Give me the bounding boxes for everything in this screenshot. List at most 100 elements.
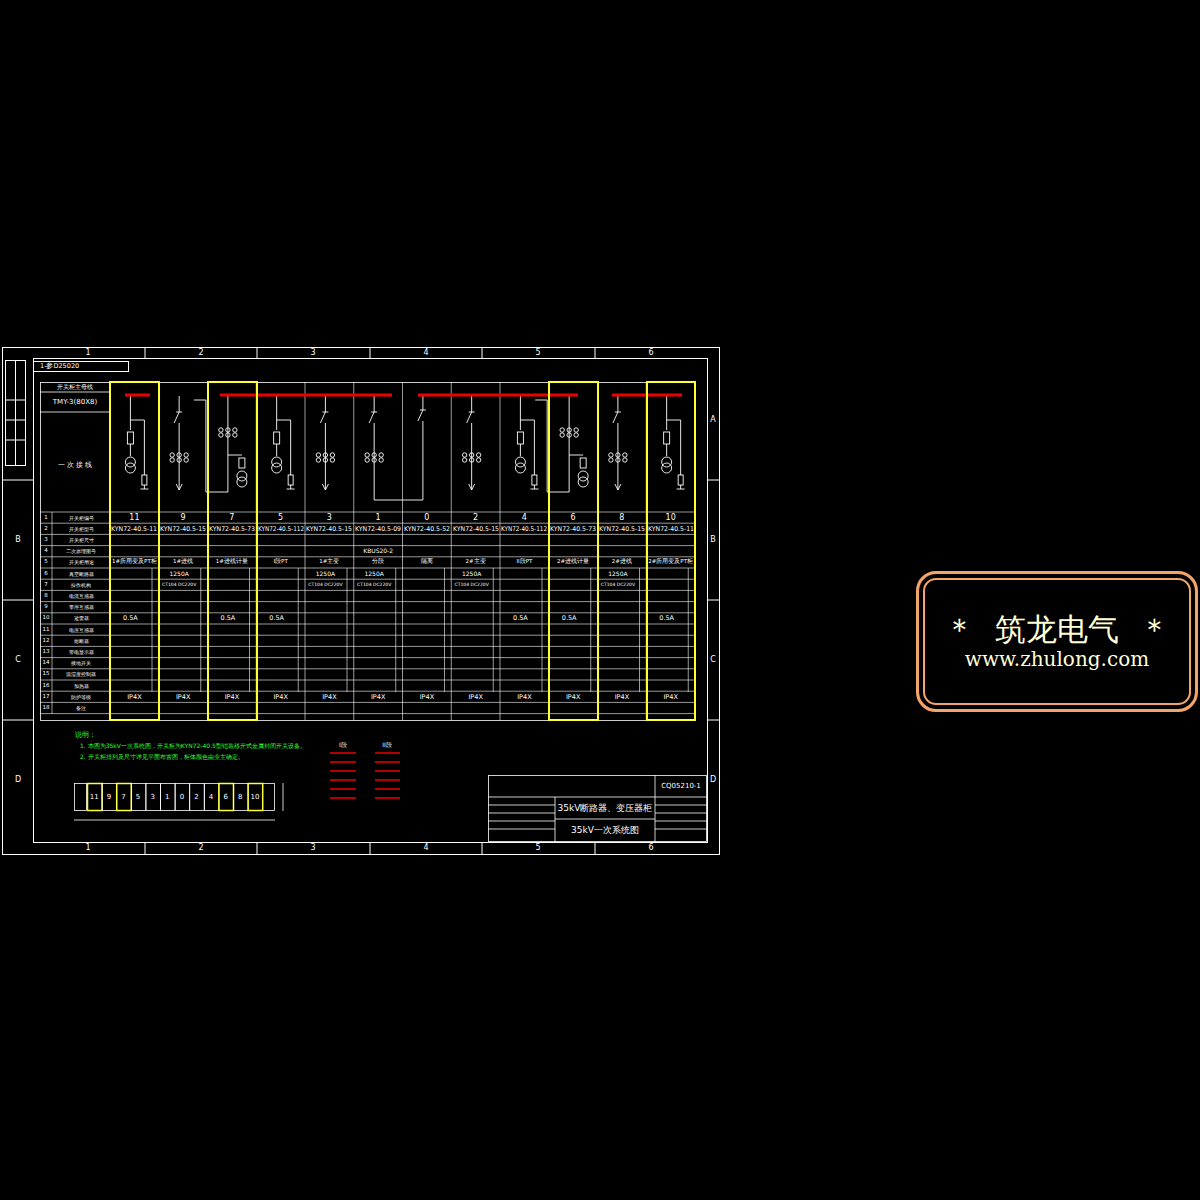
drawing-line [325,396,326,412]
current-transformer-symbol [469,458,473,462]
table-text: 1#进线计量 [216,560,248,566]
table-text: 9 [181,514,186,522]
current-transformer-symbol [560,433,564,437]
cabinet-footprint [248,784,263,811]
table-text: IP4X [615,694,629,701]
table-text: IP4X [420,694,434,701]
fuse-symbol [239,458,245,468]
current-transformer-symbol [365,453,369,457]
table-text: 隔离 [421,560,433,566]
drawing-line [179,423,180,490]
grid-reference: 5 [535,844,540,852]
table-text: 1250A [316,571,335,577]
table-text: KBUS20-2 [363,548,393,554]
grid-reference: 4 [423,844,428,852]
table-row-line [40,668,695,669]
drawing-line [569,396,570,480]
table-text: 7 [121,794,125,801]
fuse-symbol [127,432,133,444]
grid-reference: D [710,776,716,784]
grid-reference: 3 [310,844,315,852]
current-transformer-symbol [316,458,320,462]
drawing-line [179,396,180,412]
grid-reference: 4 [423,349,428,357]
table-text: 分段 [372,560,384,566]
table-text: 6 [44,571,48,577]
drawing-line [667,420,681,421]
arrester-symbol [678,475,683,485]
table-text: 2 [194,794,198,801]
current-transformer-symbol [616,453,620,457]
table-text: 1 [165,794,169,801]
table-text: 1250A [462,571,481,577]
title-block [488,775,707,842]
table-text: 操作机构 [71,582,91,587]
drawing-line [227,396,228,480]
table-text: KYN72-40.5-73 [550,526,596,533]
current-transformer-symbol [226,433,230,437]
current-transformer-symbol [372,458,376,462]
arrow-symbol [615,484,621,490]
table-text: IP4X [176,694,190,701]
table-text: 温湿度控制器 [66,672,96,677]
table-text: 电压互感器 [69,627,94,632]
table-text: IP4X [468,694,482,701]
table-row-line [40,590,695,591]
current-transformer-symbol [560,428,564,432]
table-text: 10 [43,616,50,622]
table-text: 4 [522,514,527,522]
cabinet-footprint [102,784,117,811]
table-column-line [249,568,250,692]
grid-reference: 1 [85,349,90,357]
grid-reference: D [15,776,21,784]
table-text: 11 [90,794,99,801]
watermark-box: ＊ 筑龙电气 ＊www.zhulong.com [916,571,1198,712]
table-row-line [40,556,695,557]
table-text: 6 [571,514,576,522]
current-transformer-symbol [462,458,466,462]
table-column-line [688,568,689,692]
table-text: IP4X [663,694,677,701]
table-grid [40,382,695,720]
drawing-line [277,420,291,421]
table-text: 35kV一次系统图 [571,826,639,835]
table-text: 2#主变 [466,560,486,566]
table-text: 3 [150,794,154,801]
table-column-line [200,568,201,692]
drawing-line [374,396,375,412]
current-transformer-symbol [372,453,376,457]
table-text: 7 [44,582,48,588]
grid-reference: B [710,536,716,544]
table-text: 2#进线 [612,560,632,566]
drawing-line [534,485,535,489]
table-column-line [305,382,306,720]
table-text: 7 [229,514,234,522]
table-text: IP4X [225,694,239,701]
current-transformer-symbol [574,428,578,432]
table-text: 11 [43,627,50,633]
drawing-line [534,420,535,475]
table-text: KYN72-40.5-52 [404,526,450,533]
drawing-line [666,396,667,430]
table-text: 真空断路器 [69,571,94,576]
cabinet-footprint [146,784,161,811]
arrester-symbol [142,475,147,485]
table-text: 35kV断路器、变压器柜 [558,804,653,813]
cabinet-footprint [175,784,190,811]
current-transformer-symbol [219,433,223,437]
table-column-line [542,568,543,692]
table-text: 1#主变 [319,560,339,566]
drawing-line [617,423,618,490]
current-transformer-symbol [623,458,627,462]
table-text: IP4X [517,694,531,701]
current-transformer-symbol [609,453,613,457]
watermark-title: ＊ 筑龙电气 ＊ [944,612,1169,648]
table-text: 13 [43,649,50,655]
cabinet-footprint [234,784,249,811]
cabinet-footprint [131,784,146,811]
table-text: 防护等级 [71,694,91,699]
watermark-url: www.zhulong.com [965,648,1149,671]
voltage-transformer-symbol [272,463,282,473]
table-row-line [40,579,695,580]
table-row-line [40,646,695,647]
